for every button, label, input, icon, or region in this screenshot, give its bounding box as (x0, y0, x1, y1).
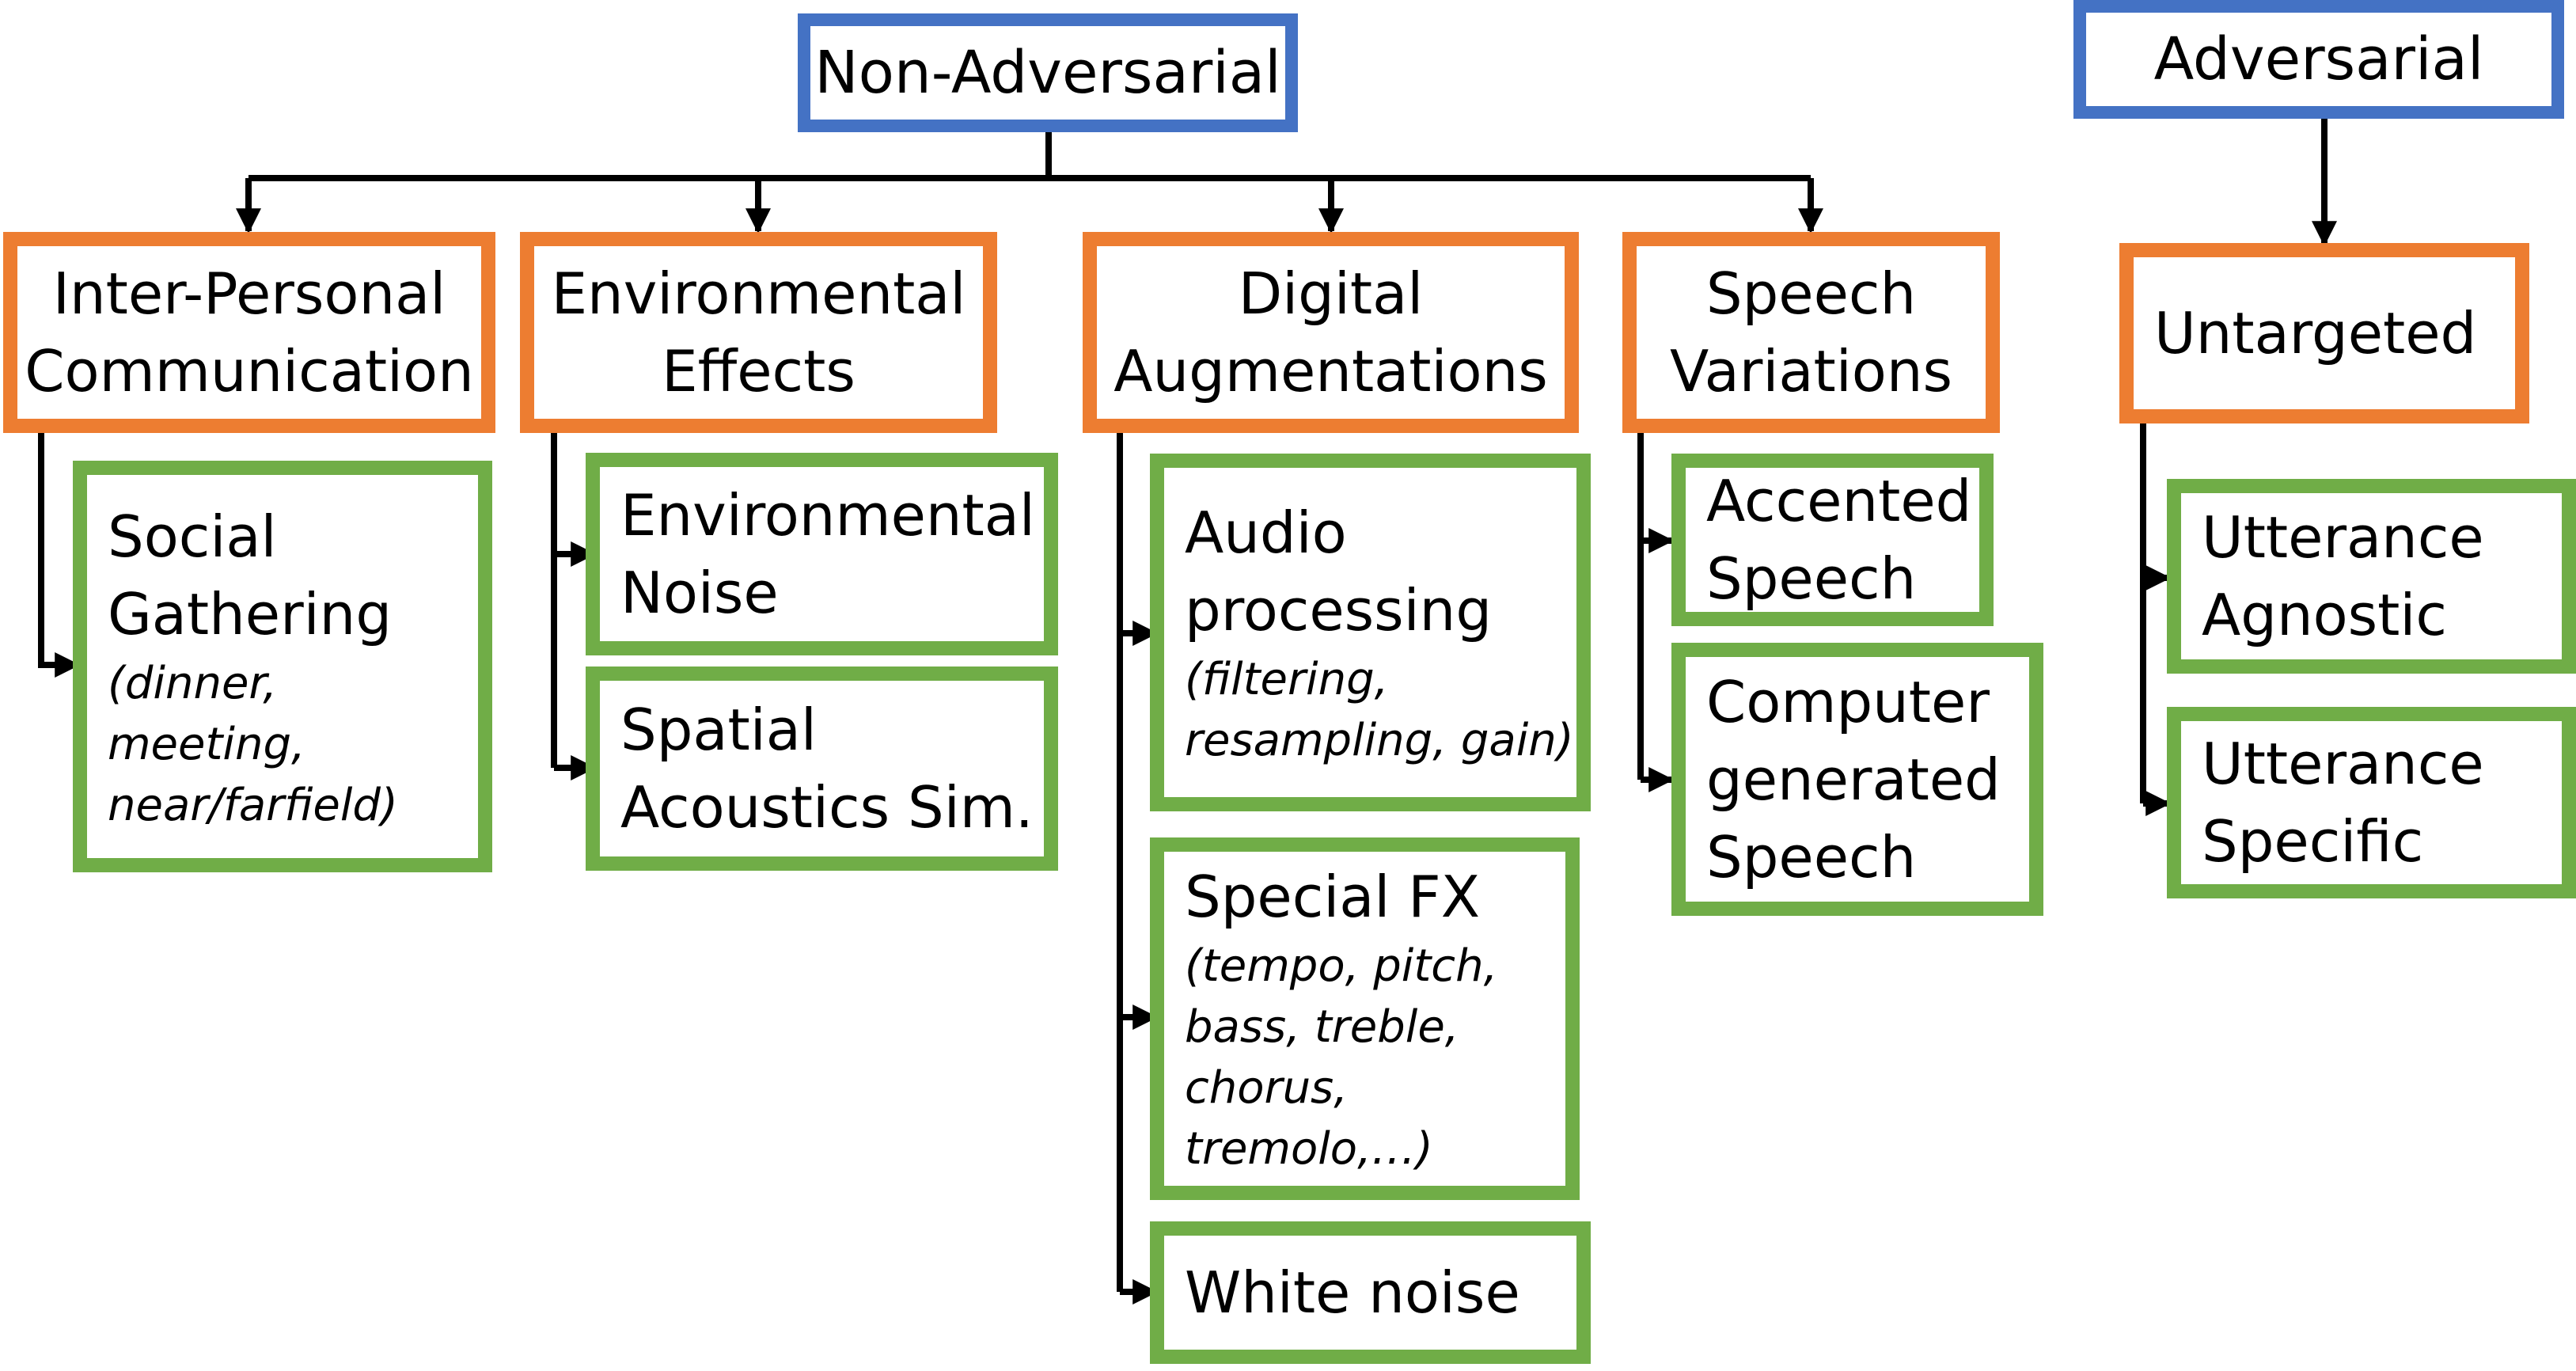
node-audio-processing: Audio processing (filtering, resampling,… (1150, 454, 1591, 811)
node-label: Accented Speech (1706, 468, 1972, 612)
node-label: Computer generated Speech (1706, 668, 2001, 891)
node-label: Speech Variations (1670, 260, 1952, 404)
node-label: Audio processing (1185, 499, 1493, 644)
node-detail: (tempo, pitch, bass, treble, chorus, tre… (1185, 940, 1498, 1175)
node-utterance-specific: Utterance Specific (2167, 707, 2576, 898)
node-label: Environmental Noise (620, 482, 1035, 626)
node-label: Utterance Specific (2202, 731, 2484, 875)
node-label: Digital Augmentations (1113, 260, 1548, 404)
node-detail: (filtering, resampling, gain) (1185, 654, 1574, 766)
node-special-fx: Special FX (tempo, pitch, bass, treble, … (1150, 837, 1580, 1200)
node-environmental-noise: Environmental Noise (586, 453, 1058, 655)
node-label: Non-Adversarial (814, 39, 1281, 107)
node-speech-variations: Speech Variations (1622, 232, 2000, 433)
node-label: Special FX (1185, 864, 1481, 930)
node-label: Social Gathering (108, 503, 393, 648)
node-white-noise: White noise (1150, 1221, 1591, 1364)
node-label: Untargeted (2154, 300, 2477, 366)
node-untargeted: Untargeted (2119, 243, 2529, 423)
node-label: Utterance Agnostic (2202, 504, 2484, 648)
node-label: Environmental Effects (551, 260, 966, 404)
node-accented-speech: Accented Speech (1671, 454, 1994, 626)
connector-to-social-gathering (38, 432, 81, 678)
node-adversarial: Adversarial (2073, 0, 2564, 119)
node-detail: (dinner, meeting, near/farfield) (108, 657, 398, 831)
node-label: Adversarial (2153, 25, 2484, 93)
node-inter-personal-communication: Inter-Personal Communication (3, 232, 495, 433)
node-computer-generated-speech: Computer generated Speech (1671, 643, 2043, 916)
node-digital-augmentations: Digital Augmentations (1083, 232, 1579, 433)
node-utterance-agnostic: Utterance Agnostic (2167, 479, 2576, 674)
node-spatial-acoustics-sim: Spatial Acoustics Sim. (586, 667, 1058, 871)
node-label: Inter-Personal Communication (25, 260, 474, 404)
node-social-gathering: Social Gathering (dinner, meeting, near/… (73, 461, 492, 872)
node-label: White noise (1185, 1259, 1520, 1326)
node-environmental-effects: Environmental Effects (520, 232, 997, 433)
node-non-adversarial: Non-Adversarial (798, 13, 1298, 132)
node-label: Spatial Acoustics Sim. (620, 697, 1034, 841)
